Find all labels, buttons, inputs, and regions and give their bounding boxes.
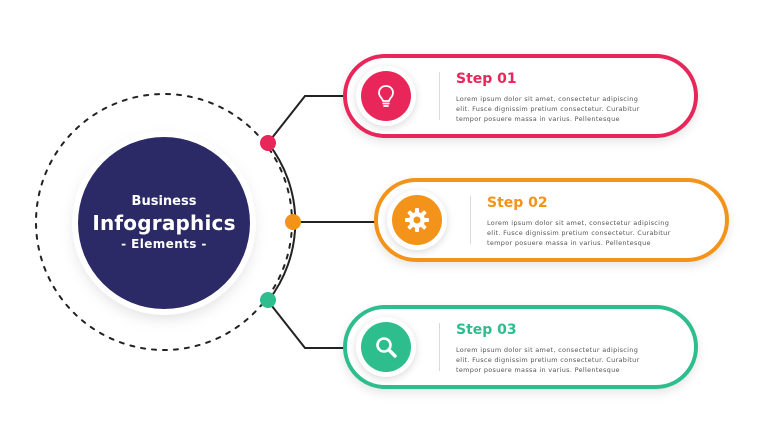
step-description-line: elit. Fusce dignissim pretium consectetu… xyxy=(456,356,640,364)
step-description-line: Lorem ipsum dolor sit amet, consectetur … xyxy=(487,219,670,227)
card-divider xyxy=(439,72,440,120)
step-card-1: Step 01 Lorem ipsum dolor sit amet, cons… xyxy=(343,54,698,138)
branch-line-step1 xyxy=(267,95,348,144)
step-description-line: Lorem ipsum dolor sit amet, consectetur … xyxy=(456,346,639,354)
step-description-line: elit. Fusce dignissim pretium consectetu… xyxy=(456,105,640,113)
center-title-line2: Infographics xyxy=(92,211,236,235)
step-title: Step 03 xyxy=(456,322,517,338)
step-description: Lorem ipsum dolor sit amet, consectetur … xyxy=(487,218,707,248)
step-description-line: tempor posuere massa in varius. Pellente… xyxy=(456,366,620,374)
step-title: Step 02 xyxy=(487,195,548,211)
step-icon-frame xyxy=(387,190,447,250)
node-dot-step2 xyxy=(285,214,301,230)
center-title-disc: Business Infographics - Elements - xyxy=(78,137,250,309)
step-icon-frame xyxy=(356,317,416,377)
step-description-line: tempor posuere massa in varius. Pellente… xyxy=(487,239,651,247)
lightbulb-icon xyxy=(361,71,411,121)
branch-line-step3 xyxy=(267,300,348,349)
gear-icon xyxy=(392,195,442,245)
step-description: Lorem ipsum dolor sit amet, consectetur … xyxy=(456,345,676,375)
step-description-line: elit. Fusce dignissim pretium consectetu… xyxy=(487,229,671,237)
step-description: Lorem ipsum dolor sit amet, consectetur … xyxy=(456,94,676,124)
step-description-line: Lorem ipsum dolor sit amet, consectetur … xyxy=(456,95,639,103)
step-title: Step 01 xyxy=(456,71,517,87)
step-card-3: Step 03 Lorem ipsum dolor sit amet, cons… xyxy=(343,305,698,389)
card-divider xyxy=(470,196,471,244)
step-card-2: Step 02 Lorem ipsum dolor sit amet, cons… xyxy=(374,178,729,262)
node-dot-step3 xyxy=(260,292,276,308)
node-dot-step1 xyxy=(260,135,276,151)
search-icon xyxy=(361,322,411,372)
step-icon-frame xyxy=(356,66,416,126)
step-description-line: tempor posuere massa in varius. Pellente… xyxy=(456,115,620,123)
center-title-line1: Business xyxy=(131,194,197,209)
card-divider xyxy=(439,323,440,371)
center-title-line3: - Elements - xyxy=(121,237,207,251)
